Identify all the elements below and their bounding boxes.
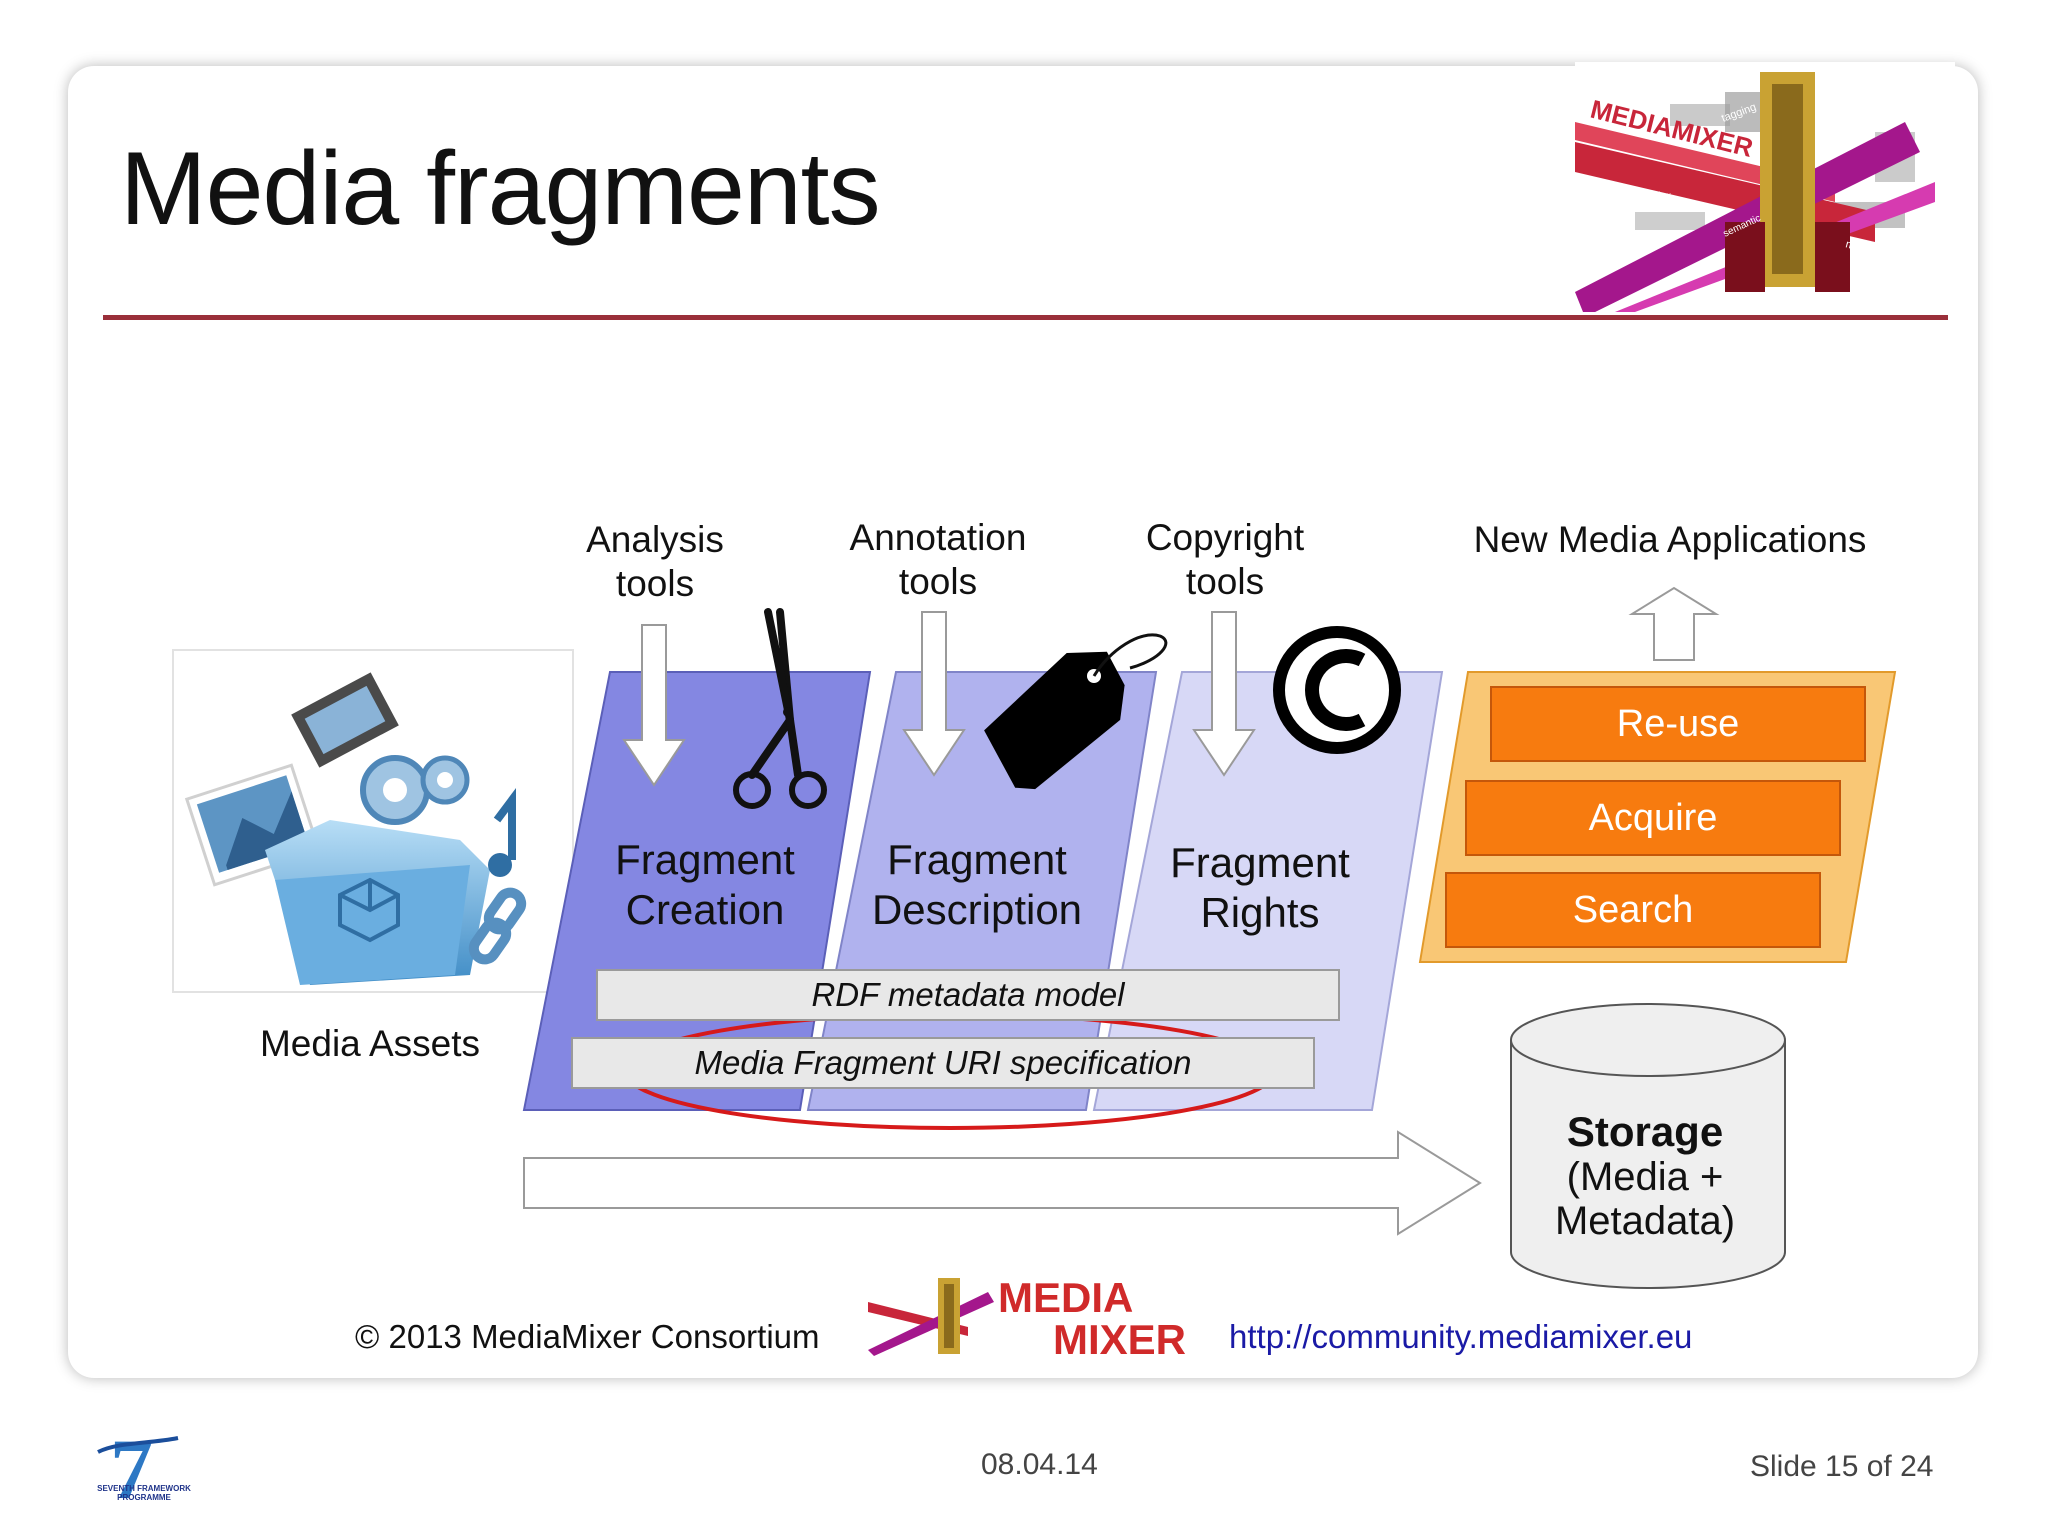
- footer-mediamixer-logo: MEDIA MIXER: [868, 1272, 1208, 1356]
- fp7-logo: 7: [97, 1422, 179, 1504]
- app-reuse-box: Re-use: [1490, 686, 1866, 762]
- app-search-box: Search: [1445, 872, 1821, 948]
- app-acquire-box: Acquire: [1465, 780, 1841, 856]
- fp7-caption: SEVENTH FRAMEWORK PROGRAMME: [97, 1484, 191, 1502]
- new-media-up-arrow: [1628, 586, 1720, 661]
- community-link[interactable]: http://community.mediamixer.eu: [1229, 1318, 1693, 1355]
- rdf-metadata-model-box: RDF metadata model: [596, 969, 1340, 1021]
- copyright-text: © 2013 MediaMixer Consortium: [355, 1318, 820, 1355]
- footer-logo-media: MEDIA: [998, 1274, 1133, 1321]
- media-assets-image: [172, 649, 574, 993]
- tag-icon: [984, 633, 1168, 790]
- slide-date: 08.04.14: [981, 1448, 1098, 1481]
- svg-text:7: 7: [110, 1422, 153, 1504]
- media-assets-label: Media Assets: [259, 1023, 481, 1064]
- new-media-applications-label: New Media Applications: [1473, 519, 1867, 560]
- scissors-icon: [733, 608, 827, 809]
- flow-arrow: [523, 1130, 1482, 1236]
- analysis-arrow: [622, 624, 686, 787]
- slide-number: Slide 15 of 24: [1750, 1450, 1934, 1483]
- storage-cylinder: [1510, 1003, 1786, 1289]
- footer-logo-mixer: MIXER: [1053, 1316, 1186, 1356]
- storage-label: Storage (Media + Metadata): [1554, 1108, 1736, 1244]
- title-divider: [103, 315, 1948, 320]
- media-fragment-uri-box: Media Fragment URI specification: [571, 1037, 1315, 1089]
- copyright-arrow: [1192, 611, 1256, 777]
- annotation-arrow: [902, 611, 966, 777]
- mediamixer-logo: MEDIAMIXER tagging annotating semantic m…: [1575, 62, 1955, 312]
- copyright-icon: [1273, 626, 1401, 754]
- slide-title: Media fragments: [120, 131, 881, 247]
